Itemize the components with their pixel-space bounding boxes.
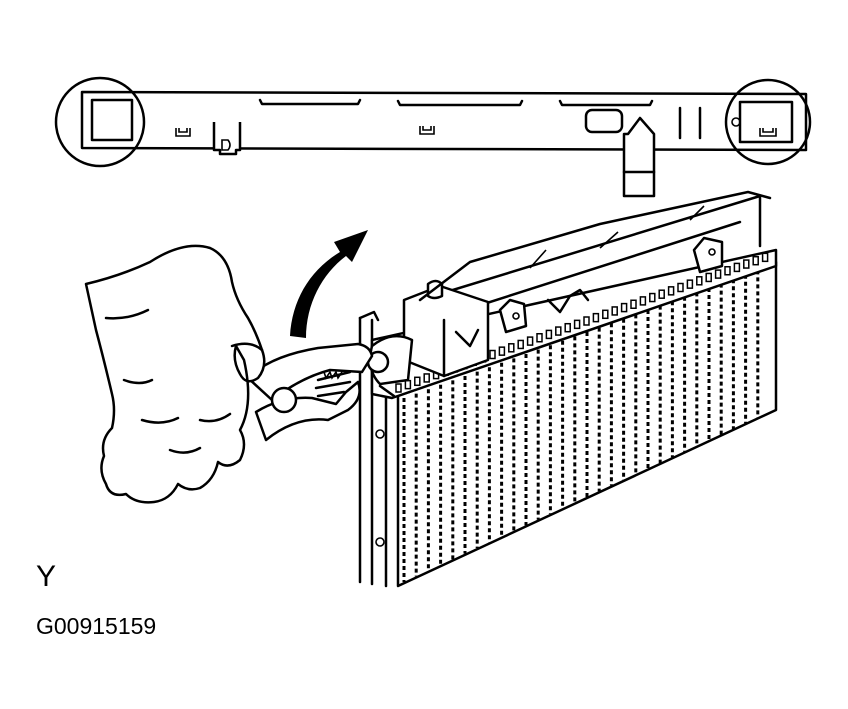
figure-code: G00915159 (36, 613, 157, 639)
rotation-arrow (290, 230, 368, 338)
hand (84, 244, 266, 504)
radiator-core (358, 194, 778, 588)
tank-detail-view (54, 76, 812, 198)
core-fins (402, 270, 760, 582)
tank-teeth (395, 252, 769, 393)
pliers (246, 342, 374, 442)
view-label: Y (36, 560, 57, 593)
